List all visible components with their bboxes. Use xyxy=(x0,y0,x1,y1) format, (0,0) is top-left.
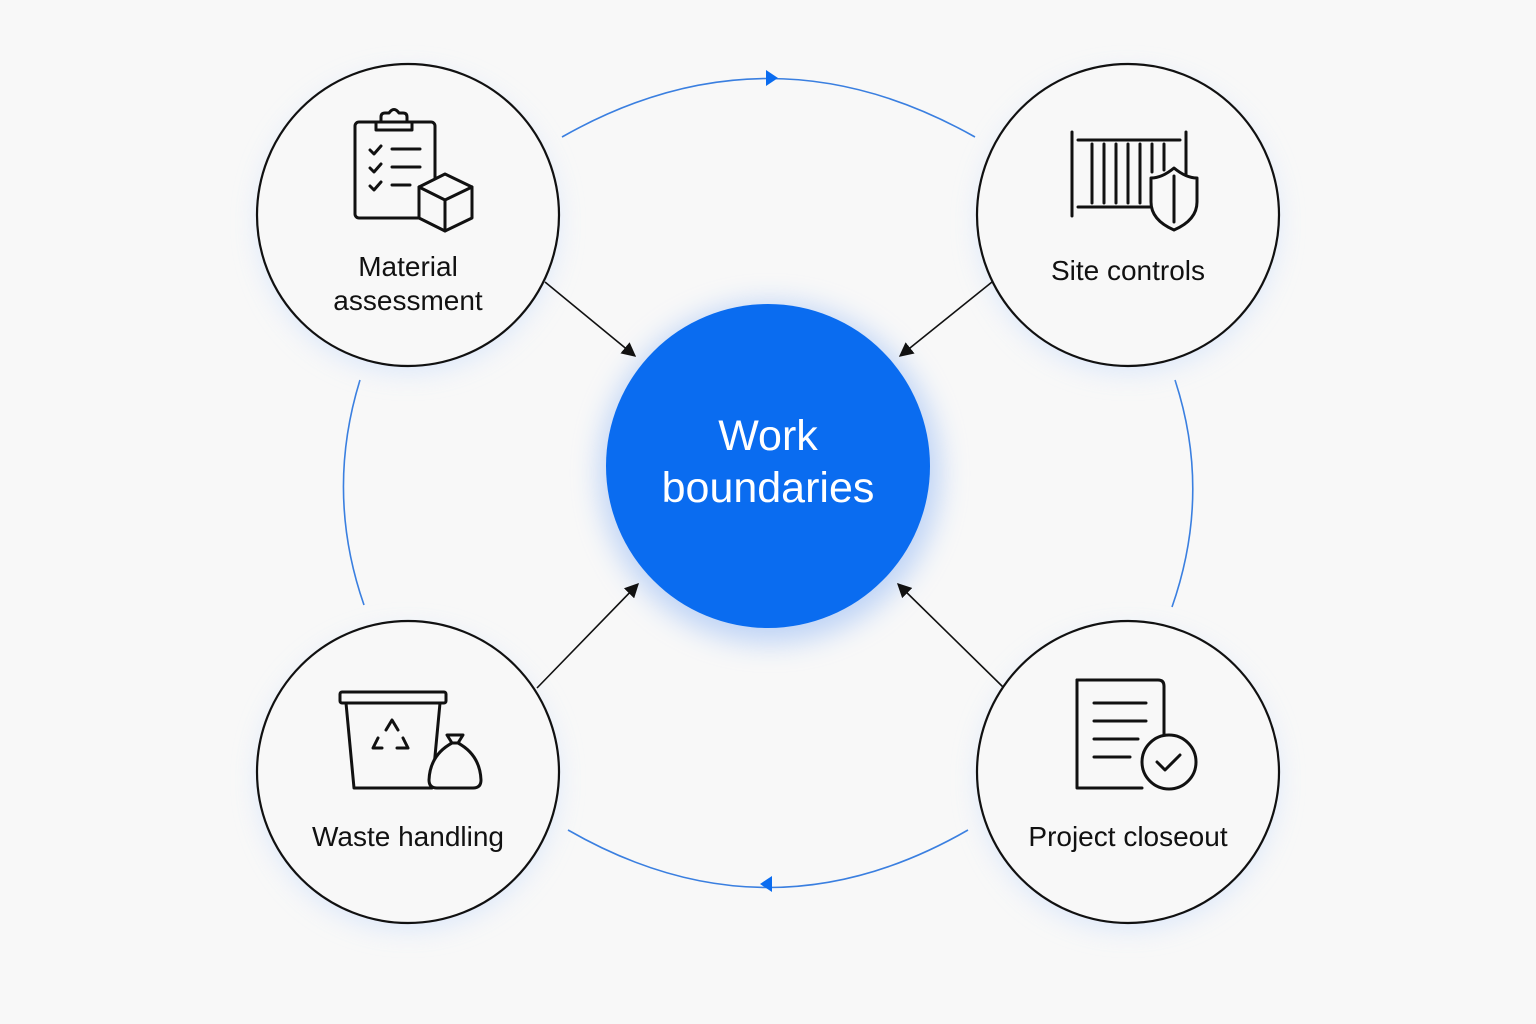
node-label-material: Material assessment xyxy=(268,250,548,318)
cycle-arc-left xyxy=(342,379,365,606)
arrow-closeout-to-center xyxy=(896,582,1004,688)
cycle-arc-top xyxy=(561,77,976,138)
connector-arrows xyxy=(536,281,1004,689)
clipboard-box-icon xyxy=(353,108,474,233)
node-label-material-line2: assessment xyxy=(333,285,483,316)
document-check-icon xyxy=(1075,678,1198,791)
recycle-bin-icon xyxy=(338,690,483,790)
arrow-waste-to-center xyxy=(536,582,640,689)
node-circle-site xyxy=(975,62,1281,368)
node-circles xyxy=(255,62,1281,925)
center-label-line2: boundaries xyxy=(661,464,875,512)
node-label-closeout: Project closeout xyxy=(1028,821,1228,852)
arrow-site-to-center xyxy=(898,281,993,357)
node-circle-material xyxy=(255,62,561,368)
node-circle-waste xyxy=(255,619,561,925)
center-label-line1: Work xyxy=(718,412,818,460)
center-label: Work boundaries xyxy=(608,410,928,514)
node-label-material-line1: Material xyxy=(358,251,458,282)
arrow-material-to-center xyxy=(544,281,637,357)
cycle-arc-right xyxy=(1171,379,1194,608)
center-circle xyxy=(606,304,930,628)
cycle-arrowhead-bottom xyxy=(760,876,772,892)
cycle-arrowheads xyxy=(760,70,778,892)
node-label-site: Site controls xyxy=(1050,255,1206,286)
fence-shield-icon xyxy=(1070,130,1199,232)
node-label-waste: Waste handling xyxy=(312,821,504,852)
cycle-arrowhead-top xyxy=(766,70,778,86)
node-circle-closeout xyxy=(975,619,1281,925)
